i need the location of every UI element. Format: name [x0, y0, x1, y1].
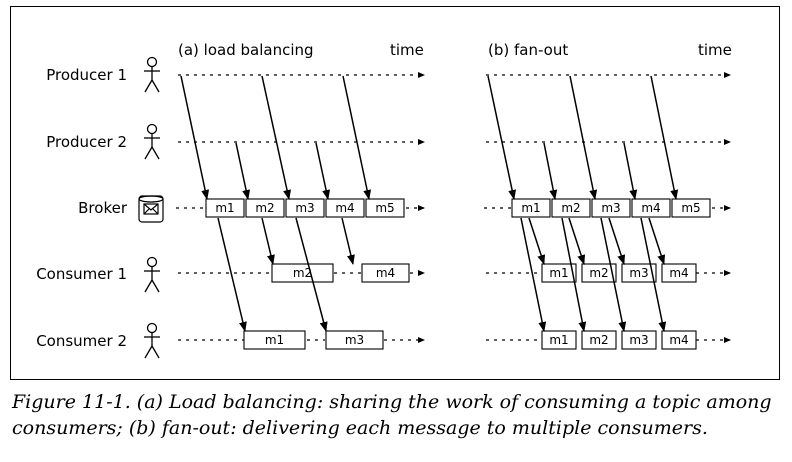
panel-a-arrow-m3-consumer-2 — [295, 217, 328, 332]
panel-a-broker-message-label: m1 — [215, 201, 234, 215]
panel-b-consumer-2-message-label: m1 — [549, 333, 568, 347]
panel-a-arrow-m2-consumer-1 — [261, 217, 275, 265]
panel-b-consumer-1-message-label: m2 — [589, 266, 608, 280]
panel-b-broker-message — [591, 198, 631, 218]
panel-a-broker-message-label: m4 — [335, 201, 354, 215]
panel-b-arrow-m3-consumer-1 — [608, 217, 626, 265]
panel-b-broker-message — [671, 198, 711, 218]
panel-b-arrow-producer-1-m5 — [650, 75, 679, 200]
panel-a-arrow-m4-consumer-1 — [341, 217, 355, 265]
panel-a-arrow-producer-2-m4 — [315, 142, 331, 200]
panel-b-broker-message-label: m3 — [601, 201, 620, 215]
panel-a-broker-message — [365, 198, 405, 218]
panel-a-arrow-producer-1-m3 — [261, 75, 291, 200]
panel-a-broker-message — [245, 198, 285, 218]
panel-b-broker-message — [551, 198, 591, 218]
panel-b-consumer-1-message-label: m4 — [669, 266, 688, 280]
panel-b-consumer-2-message — [661, 330, 697, 350]
panel-a-broker-message-label: m3 — [295, 201, 314, 215]
panel-a-arrow-producer-1-m1 — [180, 75, 210, 200]
panel-b-arrow-m4-consumer-2 — [640, 217, 667, 332]
panel-a-consumer-1-message-label: m4 — [376, 266, 395, 280]
figure-caption: Figure 11-1. (a) Load balancing: sharing… — [12, 391, 772, 439]
panel-b-consumer-1-message — [621, 263, 657, 283]
panel-a-consumer-1-message-label: m2 — [293, 266, 312, 280]
panel-a-arrow-producer-2-m2 — [235, 142, 251, 200]
panel-a-broker-message-label: m5 — [375, 201, 394, 215]
messaging-diagram: (a) load balancing time (b) fan-out time… — [36, 41, 732, 359]
panel-b-broker-message-label: m2 — [561, 201, 580, 215]
panel-b-arrow-m2-consumer-1 — [568, 217, 586, 265]
consumer-2-label: Consumer 2 — [36, 332, 127, 350]
panel-b-arrow-m3-consumer-2 — [600, 217, 627, 332]
panel-b-title: (b) fan-out — [488, 41, 568, 59]
panel-a-consumer-2-message-label: m1 — [265, 333, 284, 347]
panel-b-consumer-1-message — [541, 263, 577, 283]
panel-b-consumer-1-message — [661, 263, 697, 283]
panel-b-arrow-producer-2-m4 — [623, 142, 638, 200]
panel-b-arrow-producer-1-m3 — [569, 75, 598, 200]
panel-a-consumer-1-message — [271, 263, 334, 283]
panel-a-title: (a) load balancing — [178, 41, 314, 59]
panel-b-consumer-2-message — [541, 330, 577, 350]
panel-a-broker-message — [205, 198, 245, 218]
panel-b-consumer-2-message — [581, 330, 617, 350]
panel-b-broker-message-label: m5 — [681, 201, 700, 215]
panel-b-consumer-2-message-label: m2 — [589, 333, 608, 347]
panel-b-consumer-2-message-label: m4 — [669, 333, 688, 347]
broker-database-icon — [138, 195, 164, 223]
producer-2-label: Producer 2 — [46, 133, 127, 151]
panel-a-consumer-2-message — [325, 330, 384, 350]
panel-b-consumer-1-message — [581, 263, 617, 283]
panel-b-consumer-1-message-label: m1 — [549, 266, 568, 280]
panel-a-consumer-2-message-label: m3 — [345, 333, 364, 347]
panel-b-consumer-1-message-label: m3 — [629, 266, 648, 280]
panel-a-consumer-2-message — [243, 330, 306, 350]
panel-a-time-label: time — [390, 41, 424, 59]
panel-b-consumer-2-message — [621, 330, 657, 350]
panel-b-broker-message — [511, 198, 551, 218]
panel-b-broker-message — [631, 198, 671, 218]
consumer-2-person-icon — [144, 322, 160, 359]
panel-b-arrow-m2-consumer-2 — [561, 217, 587, 332]
panel-b-broker-message-label: m4 — [641, 201, 660, 215]
consumer-1-label: Consumer 1 — [36, 265, 127, 283]
panel-b-arrow-producer-1-m1 — [487, 75, 517, 200]
panel-b-consumer-2-message-label: m3 — [629, 333, 648, 347]
producer-1-person-icon — [144, 56, 160, 93]
panel-a-arrow-producer-1-m5 — [342, 75, 372, 200]
panel-a-broker-message-label: m2 — [255, 201, 274, 215]
panel-b-arrow-m1-consumer-2 — [520, 217, 547, 332]
panel-b-arrow-producer-2-m2 — [543, 142, 558, 200]
panel-a-broker-message — [325, 198, 365, 218]
panel-a-consumer-1-message — [361, 263, 410, 283]
broker-label: Broker — [78, 199, 128, 217]
producer-2-person-icon — [144, 123, 160, 160]
panel-b-arrow-m1-consumer-1 — [528, 217, 546, 265]
producer-1-label: Producer 1 — [46, 66, 127, 84]
consumer-1-person-icon — [144, 256, 160, 293]
panel-b-arrow-m4-consumer-1 — [648, 217, 666, 265]
panel-a-broker-message — [285, 198, 325, 218]
panel-a-arrow-m1-consumer-2 — [217, 217, 247, 332]
panel-b-broker-message-label: m1 — [521, 201, 540, 215]
figure-frame — [10, 6, 780, 380]
panel-b-time-label: time — [698, 41, 732, 59]
